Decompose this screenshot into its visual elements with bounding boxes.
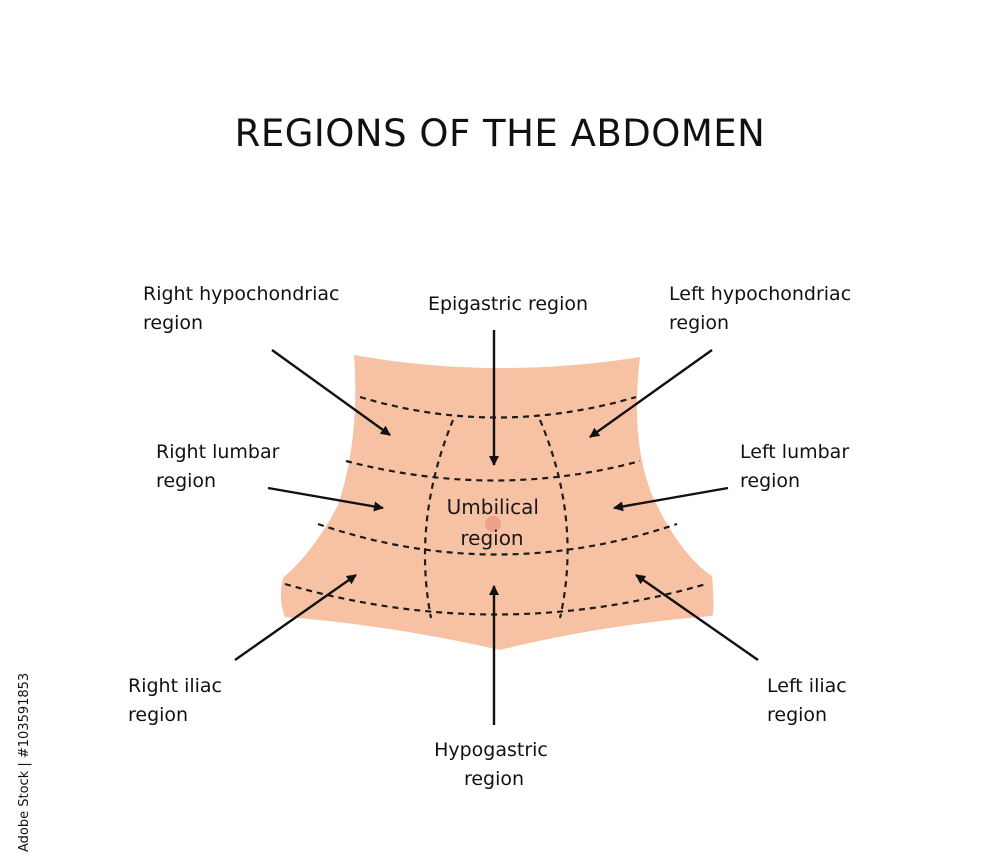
navel-marker: [485, 516, 501, 532]
label-left-iliac: Left iliac region: [767, 675, 853, 726]
arrow-right-lumbar: [267, 486, 384, 512]
label-umbilical: Umbilical region: [447, 495, 546, 550]
arrow-left-iliac: [635, 574, 759, 661]
label-right-hypochondriac: Right hypochondriac region: [143, 283, 346, 334]
upper-horizontal-divider: [359, 395, 637, 419]
label-left-hypochondriac: Left hypochondriac region: [669, 283, 857, 334]
label-left-lumbar: Left lumbar region: [740, 441, 855, 492]
subcostal-divider: [345, 459, 641, 482]
label-right-lumbar: Right lumbar region: [156, 441, 285, 492]
left-midclavicular-divider: [538, 419, 569, 619]
arrow-right-iliac: [234, 574, 357, 661]
diagram-title: REGIONS OF THE ABDOMEN: [235, 112, 766, 155]
arrow-left-lumbar: [613, 486, 729, 512]
transtubercular-divider: [317, 522, 678, 556]
label-hypogastric: Hypogastric region: [434, 739, 554, 790]
label-right-iliac: Right iliac region: [128, 675, 228, 726]
arrow-right-hypochondriac: [271, 349, 391, 436]
arrow-left-hypochondriac: [589, 349, 713, 438]
stock-watermark: Adobe Stock | #103591853: [17, 673, 32, 852]
label-epigastric: Epigastric region: [428, 293, 588, 315]
right-midclavicular-divider: [423, 419, 455, 619]
lower-horizontal-divider: [284, 582, 707, 616]
